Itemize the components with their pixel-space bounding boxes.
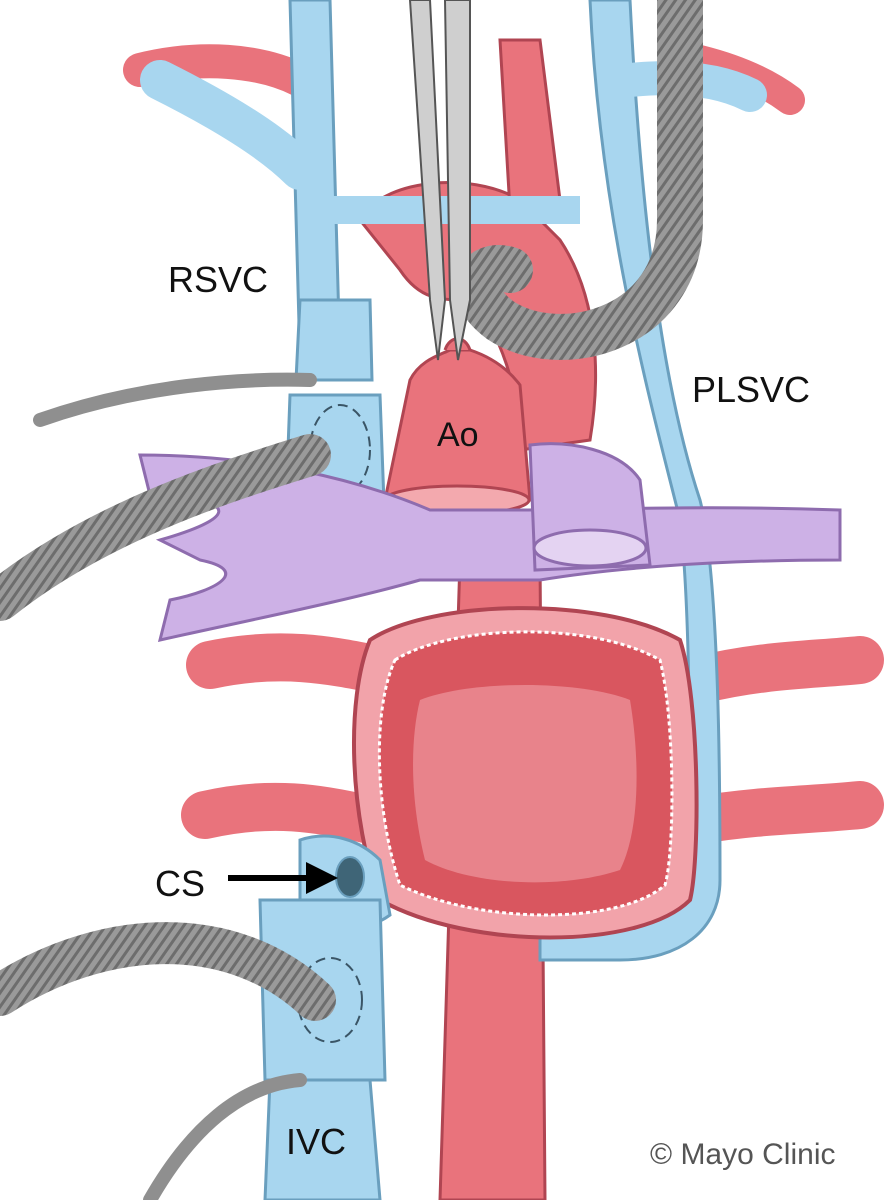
cs-label: CS bbox=[155, 863, 206, 904]
rsvc-label: RSVC bbox=[168, 259, 269, 300]
coronary-sinus-ostium bbox=[335, 856, 365, 898]
cannulas bbox=[0, 0, 703, 1200]
pulmonary-artery bbox=[138, 442, 842, 642]
left-atrium bbox=[352, 606, 699, 940]
plsvc bbox=[538, 0, 722, 962]
aorta-label: Ao bbox=[437, 416, 479, 454]
ivc-label: IVC bbox=[286, 1121, 347, 1162]
clamp bbox=[408, 0, 471, 361]
copyright-notice: © Mayo Clinic bbox=[650, 1138, 836, 1171]
cs-arrow bbox=[228, 862, 338, 894]
plsvc-label: PLSVC bbox=[692, 369, 811, 410]
